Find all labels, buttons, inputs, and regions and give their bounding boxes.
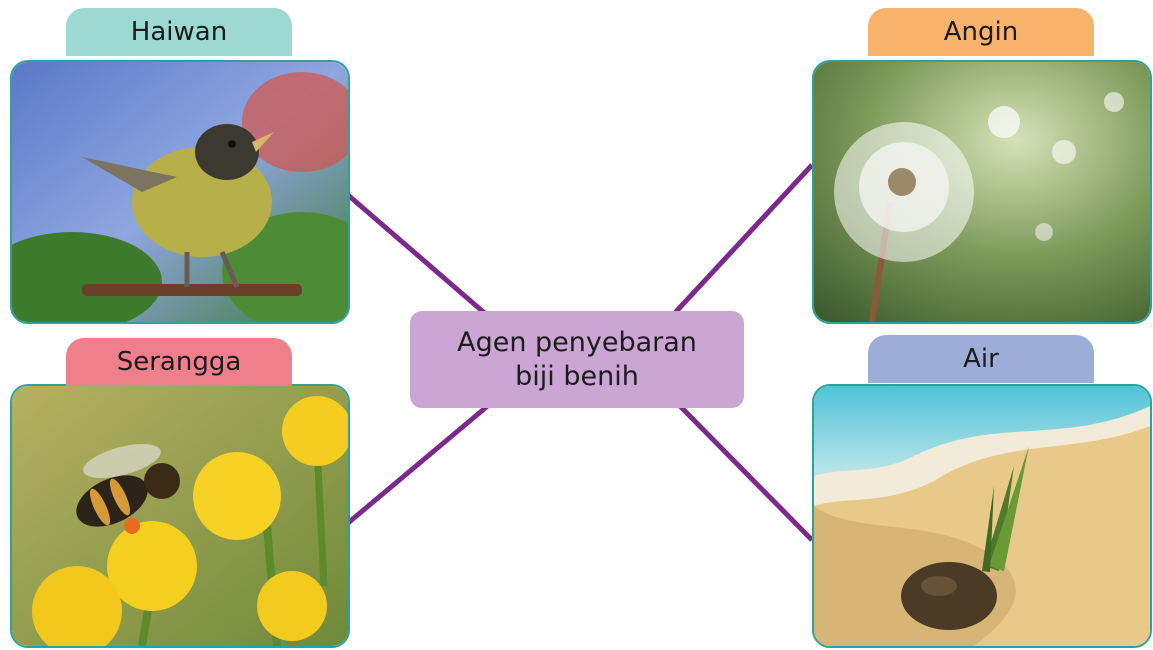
connector-haiwan <box>348 195 488 316</box>
bird-image <box>12 62 348 322</box>
air-label-text: Air <box>963 344 999 374</box>
angin-image-card <box>812 60 1152 324</box>
node-label-serangga: Serangga <box>66 338 292 386</box>
central-label-line-2: biji benih <box>515 360 639 394</box>
haiwan-image-card <box>10 60 350 324</box>
bee-flower-image <box>12 386 348 646</box>
angin-label-text: Angin <box>944 17 1018 47</box>
node-label-angin: Angin <box>868 8 1094 56</box>
dandelion-image <box>814 62 1150 322</box>
connector-angin <box>672 165 812 316</box>
air-image-card <box>812 384 1152 648</box>
central-concept-box: Agen penyebaran biji benih <box>410 311 744 408</box>
connector-serangga <box>348 404 490 523</box>
node-label-air: Air <box>868 335 1094 383</box>
node-label-haiwan: Haiwan <box>66 8 292 56</box>
haiwan-label-text: Haiwan <box>131 17 227 47</box>
connector-air <box>678 404 812 540</box>
serangga-image-card <box>10 384 350 648</box>
central-label-line-1: Agen penyebaran <box>457 326 697 360</box>
coconut-beach-image <box>814 386 1150 646</box>
serangga-label-text: Serangga <box>117 347 242 377</box>
